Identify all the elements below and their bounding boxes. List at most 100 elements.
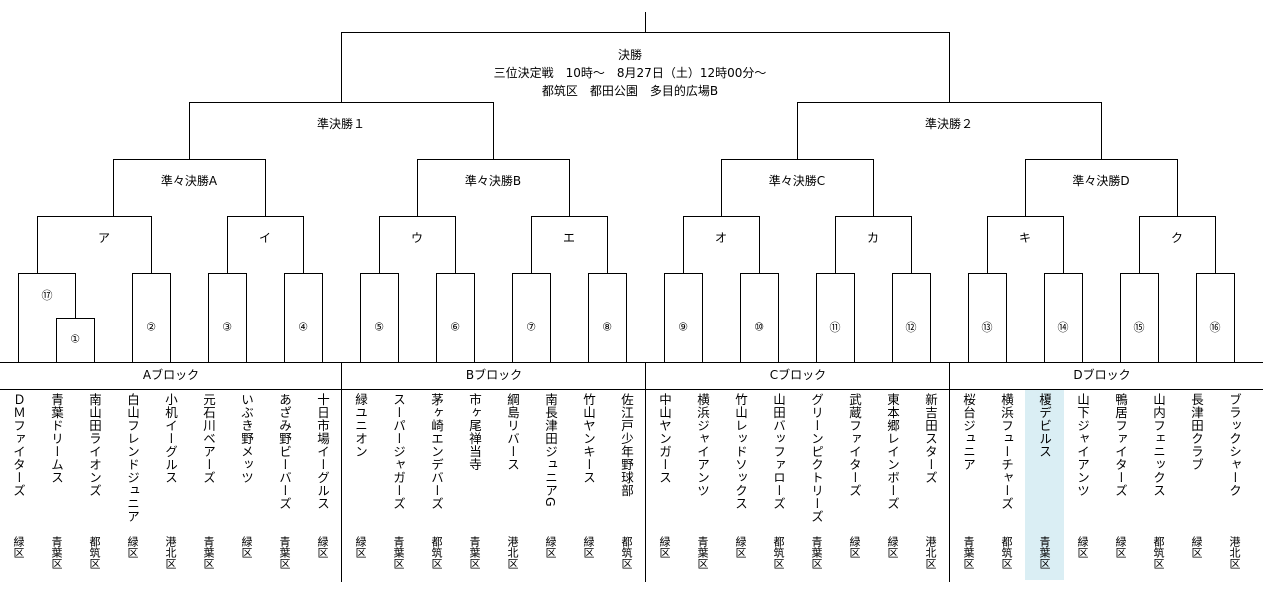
team-ward: 緑区 bbox=[1114, 536, 1127, 558]
team-ward: 緑区 bbox=[582, 536, 595, 558]
match-slot: ⑬ bbox=[981, 321, 993, 334]
team-ward: 青葉区 bbox=[392, 536, 405, 569]
team-name: 長津田クラブ bbox=[1189, 393, 1204, 471]
team-ward: 青葉区 bbox=[696, 536, 709, 569]
team-ward: 緑区 bbox=[848, 536, 861, 558]
team-name: 元石川ベアーズ bbox=[201, 393, 216, 484]
team-name: 南長津田ジュニアG bbox=[543, 393, 558, 508]
match-slot: ⑭ bbox=[1057, 321, 1069, 334]
team-ward: 港北区 bbox=[164, 536, 177, 569]
semifinal-1-label: 準決勝１ bbox=[316, 117, 366, 131]
match-slot: ① bbox=[70, 332, 80, 346]
team-name: 横浜フューチャーズ bbox=[999, 393, 1014, 510]
team-ward: 青葉区 bbox=[50, 536, 63, 569]
team-ward: 港北区 bbox=[924, 536, 937, 569]
team-ward: 港北区 bbox=[506, 536, 519, 569]
block-c-label: Cブロック bbox=[769, 368, 827, 382]
semifinal-2-label: 準決勝２ bbox=[924, 117, 974, 131]
match-slot: ⑯ bbox=[1209, 321, 1221, 334]
team-name: あざみ野ビーバーズ bbox=[277, 393, 292, 510]
team-name: 山田バッファローズ bbox=[771, 393, 786, 510]
match-slot: ⑥ bbox=[450, 320, 460, 334]
team-ward: 青葉区 bbox=[278, 536, 291, 569]
team-ward: 都筑区 bbox=[620, 536, 633, 569]
team-name: 武蔵ファイターズ bbox=[847, 393, 862, 497]
team-ward: 緑区 bbox=[1190, 536, 1203, 558]
team-ward: 緑区 bbox=[12, 536, 25, 558]
round-label: イ bbox=[258, 231, 272, 245]
block-a-label: Aブロック bbox=[142, 368, 200, 382]
team-ward: 緑区 bbox=[544, 536, 557, 558]
match-slot: ④ bbox=[298, 320, 308, 334]
match-slot: ③ bbox=[222, 320, 232, 334]
team-name: 小机イーグルス bbox=[163, 393, 178, 484]
team-ward: 都筑区 bbox=[430, 536, 443, 569]
round-label: ア bbox=[97, 231, 111, 245]
team-name: 綱島リバース bbox=[505, 393, 520, 471]
round-label: カ bbox=[866, 231, 880, 245]
round-label: ウ bbox=[410, 231, 424, 245]
team-name: 竹山ヤンキース bbox=[581, 393, 596, 484]
team-name: 佐江戸少年野球部 bbox=[619, 393, 634, 497]
match-slot: ⑦ bbox=[526, 320, 536, 334]
final-label: 決勝 三位決定戦 10時～ 8月27日（土）12時00分～ 都筑区 都田公園 多… bbox=[420, 46, 840, 100]
team-ward: 緑区 bbox=[658, 536, 671, 558]
block-b-label: Bブロック bbox=[465, 368, 523, 382]
team-ward: 青葉区 bbox=[810, 536, 823, 569]
team-ward: 都筑区 bbox=[772, 536, 785, 569]
team-ward: 緑区 bbox=[126, 536, 139, 558]
team-ward: 都筑区 bbox=[88, 536, 101, 569]
team-name: 東本郷レインボーズ bbox=[885, 393, 900, 510]
team-ward: 緑区 bbox=[316, 536, 329, 558]
team-name: 茅ヶ崎エンデバーズ bbox=[429, 393, 444, 510]
team-name: 榎デビルス bbox=[1037, 393, 1052, 458]
team-ward: 緑区 bbox=[240, 536, 253, 558]
team-name: 南山田ライオンズ bbox=[87, 393, 102, 497]
team-name: ＤＭファイターズ bbox=[11, 393, 26, 497]
team-name: 山内フェニックス bbox=[1151, 393, 1166, 497]
team-ward: 青葉区 bbox=[1038, 536, 1051, 569]
round-label: キ bbox=[1018, 231, 1032, 245]
round-label: オ bbox=[714, 231, 728, 245]
team-ward: 青葉区 bbox=[468, 536, 481, 569]
highlighted-team-column bbox=[1025, 390, 1064, 580]
team-name: 中山ヤンガース bbox=[657, 393, 672, 484]
team-name: 新吉田スターズ bbox=[923, 393, 938, 484]
team-ward: 都筑区 bbox=[1000, 536, 1013, 569]
team-ward: 港北区 bbox=[1228, 536, 1241, 569]
match-slot: ⑮ bbox=[1133, 321, 1145, 334]
match-slot: ⑰ bbox=[41, 289, 53, 302]
match-slot: ⑫ bbox=[905, 321, 917, 334]
block-d-label: Dブロック bbox=[1073, 368, 1131, 382]
team-ward: 緑区 bbox=[1076, 536, 1089, 558]
team-name: 緑ユニオン bbox=[353, 393, 368, 458]
match-slot: ② bbox=[146, 320, 156, 334]
team-name: 横浜ジャイアンツ bbox=[695, 393, 710, 497]
quarterfinal-c-label: 準々決勝C bbox=[768, 174, 826, 188]
round-label: エ bbox=[562, 231, 576, 245]
team-name: 市ヶ尾禅当寺 bbox=[467, 393, 482, 471]
team-ward: 緑区 bbox=[886, 536, 899, 558]
team-name: 青葉ドリームス bbox=[49, 393, 64, 484]
team-name: 桜台ジュニア bbox=[961, 393, 976, 471]
team-name: 山下ジャイアンツ bbox=[1075, 393, 1090, 497]
round-label: ク bbox=[1170, 231, 1184, 245]
final-title: 決勝 bbox=[617, 48, 642, 62]
team-name: いぶき野メッツ bbox=[239, 393, 254, 484]
match-slot: ⑩ bbox=[754, 320, 764, 334]
team-name: 白山フレンドジュニア bbox=[125, 393, 140, 523]
team-ward: 緑区 bbox=[734, 536, 747, 558]
team-name: 十日市場イーグルス bbox=[315, 393, 330, 510]
match-slot: ⑨ bbox=[678, 320, 688, 334]
team-ward: 青葉区 bbox=[202, 536, 215, 569]
match-slot: ⑪ bbox=[829, 321, 841, 334]
quarterfinal-d-label: 準々決勝D bbox=[1072, 174, 1130, 188]
team-name: ブラックシャーク bbox=[1227, 393, 1242, 497]
team-ward: 青葉区 bbox=[962, 536, 975, 569]
team-name: 竹山レッドソックス bbox=[733, 393, 748, 510]
quarterfinal-a-label: 準々決勝A bbox=[160, 174, 218, 188]
quarterfinal-b-label: 準々決勝B bbox=[464, 174, 522, 188]
team-ward: 緑区 bbox=[354, 536, 367, 558]
venue-info: 都筑区 都田公園 多目的広場B bbox=[541, 84, 719, 98]
